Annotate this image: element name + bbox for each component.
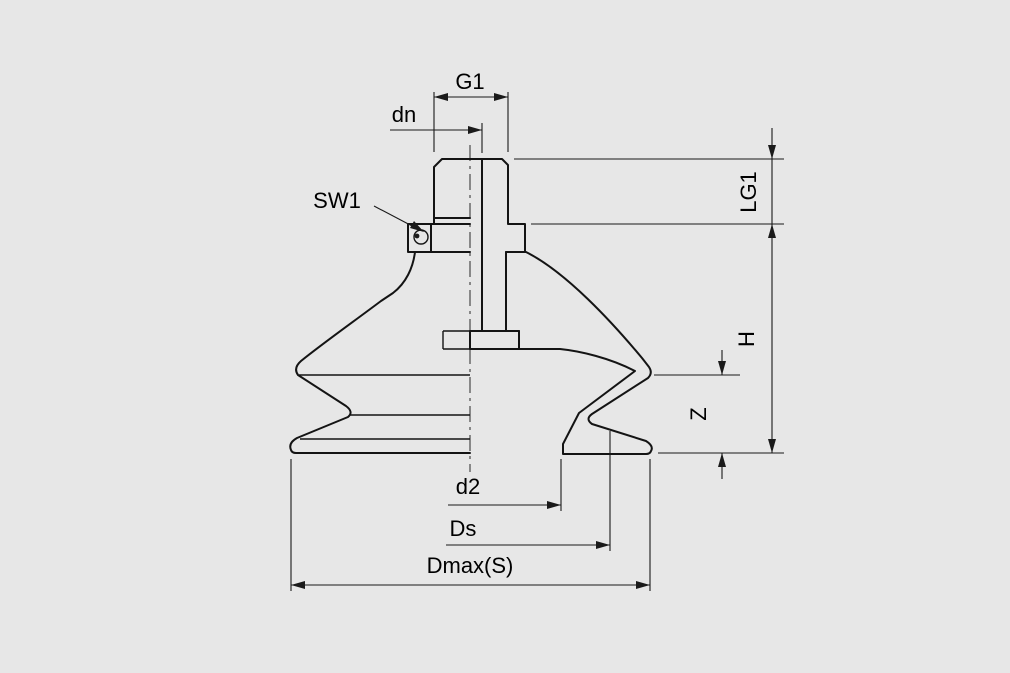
dim-label-sw1: SW1 (313, 188, 361, 213)
dim-d2: d2 (448, 459, 562, 511)
nut-ball-dot (414, 233, 420, 239)
arrowhead (434, 93, 448, 101)
arrowhead (768, 439, 776, 453)
dim-sw1: SW1 (313, 188, 424, 232)
arrowhead (291, 581, 305, 589)
arrowhead (718, 453, 726, 467)
dim-dn: dn (390, 102, 483, 153)
arrowhead (468, 126, 482, 134)
dim-label-g1: G1 (455, 69, 484, 94)
arrowhead (768, 224, 776, 238)
dim-label-lg1: LG1 (736, 171, 761, 213)
dim-label-ds: Ds (450, 516, 477, 541)
dim-lg1-h: LG1 H (514, 128, 784, 454)
hex-nut-outline (407, 223, 471, 253)
dim-z: Z (654, 350, 740, 479)
dim-g1: G1 (433, 69, 509, 152)
dim-label-z: Z (686, 407, 711, 420)
arrowhead (718, 361, 726, 375)
arrowhead (768, 145, 776, 159)
cup-left-outline-view (289, 158, 483, 454)
fitting-thread-outline (433, 158, 483, 225)
arrowhead (547, 501, 561, 509)
cup-right-section-view (469, 158, 653, 455)
bellows-silhouette (289, 251, 471, 454)
rubber-bellows-section (505, 251, 653, 455)
fitting-metal-section (481, 158, 526, 332)
fitting-flange-section (469, 330, 520, 350)
arrowhead (636, 581, 650, 589)
arrowhead (596, 541, 610, 549)
arrowhead (494, 93, 508, 101)
dim-label-dn: dn (392, 102, 416, 127)
dim-label-d2: d2 (456, 474, 480, 499)
dim-label-h: H (734, 331, 759, 347)
dim-ds: Ds (446, 431, 611, 551)
dim-dmax: Dmax(S) (290, 459, 651, 591)
flange-left-edge (442, 330, 470, 350)
dim-label-dmax: Dmax(S) (427, 553, 514, 578)
arrowhead (410, 221, 424, 232)
